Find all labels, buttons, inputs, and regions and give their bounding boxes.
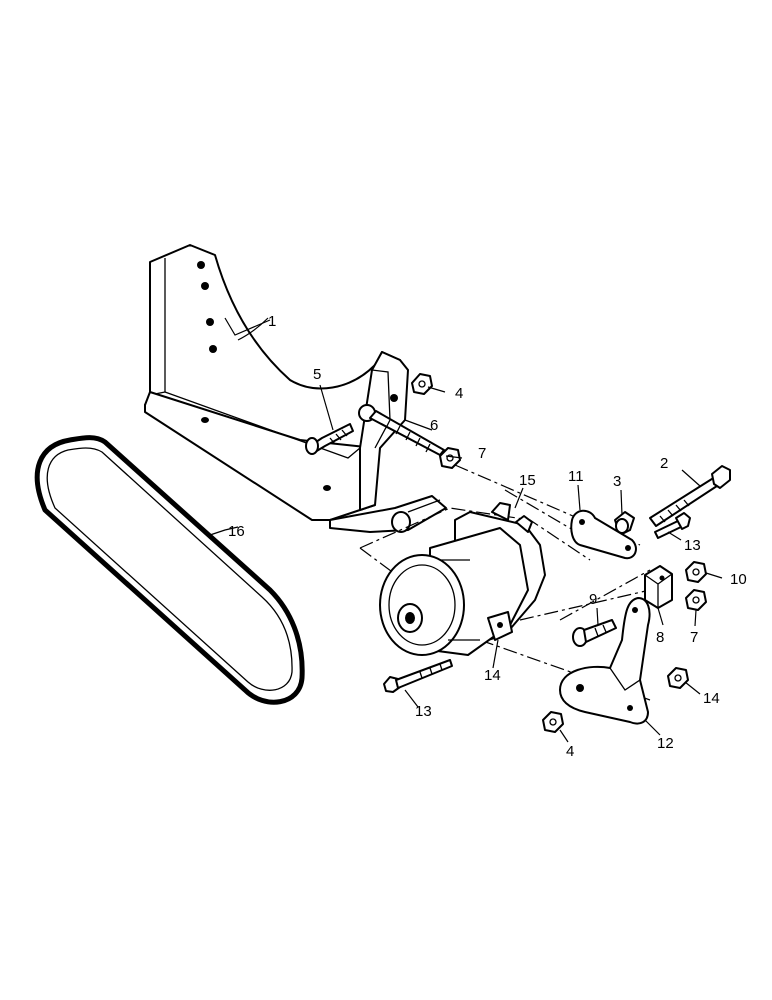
callout-14-right: 14 <box>703 690 720 707</box>
lower-bracket-12 <box>559 597 651 725</box>
nut-4-lower <box>542 711 564 733</box>
callout-2: 2 <box>660 455 668 472</box>
bolt-5 <box>305 423 354 455</box>
callout-9: 9 <box>589 591 597 608</box>
bolt-9 <box>572 619 617 647</box>
callout-14-center: 14 <box>484 667 501 684</box>
block-8 <box>644 565 673 609</box>
nut-14-right <box>667 667 689 689</box>
long-bolt-2 <box>649 465 731 527</box>
callout-3: 3 <box>613 473 621 490</box>
mounting-bracket <box>144 244 447 533</box>
callout-1: 1 <box>268 313 276 330</box>
adjusting-rod-6 <box>358 404 445 456</box>
callout-12: 12 <box>657 735 674 752</box>
callout-10: 10 <box>730 571 747 588</box>
callout-7-upper: 7 <box>478 445 486 462</box>
nut-10 <box>685 561 707 583</box>
nut-4-upper <box>411 373 433 395</box>
callout-8: 8 <box>656 629 664 646</box>
callout-6: 6 <box>430 417 438 434</box>
callout-7-lower: 7 <box>690 629 698 646</box>
callout-13-lower: 13 <box>415 703 432 720</box>
bolt-13-upper <box>654 512 691 539</box>
callouts: 1 2 3 4 4 5 6 7 7 8 9 10 11 12 13 13 14 … <box>228 313 747 760</box>
link-plate-11 <box>570 509 637 560</box>
callout-5: 5 <box>313 366 321 383</box>
v-belt <box>34 435 305 705</box>
leader-lines <box>209 317 723 743</box>
nut-7-upper <box>439 447 461 469</box>
callout-16: 16 <box>228 523 245 540</box>
callout-4-lower: 4 <box>566 743 574 760</box>
callout-15: 15 <box>519 472 536 489</box>
compressor <box>379 502 546 656</box>
callout-11: 11 <box>568 468 584 485</box>
callout-13-upper: 13 <box>684 537 701 554</box>
nut-7-lower <box>685 589 707 611</box>
callout-4-upper: 4 <box>455 385 463 402</box>
bolt-13-lower <box>383 659 453 693</box>
